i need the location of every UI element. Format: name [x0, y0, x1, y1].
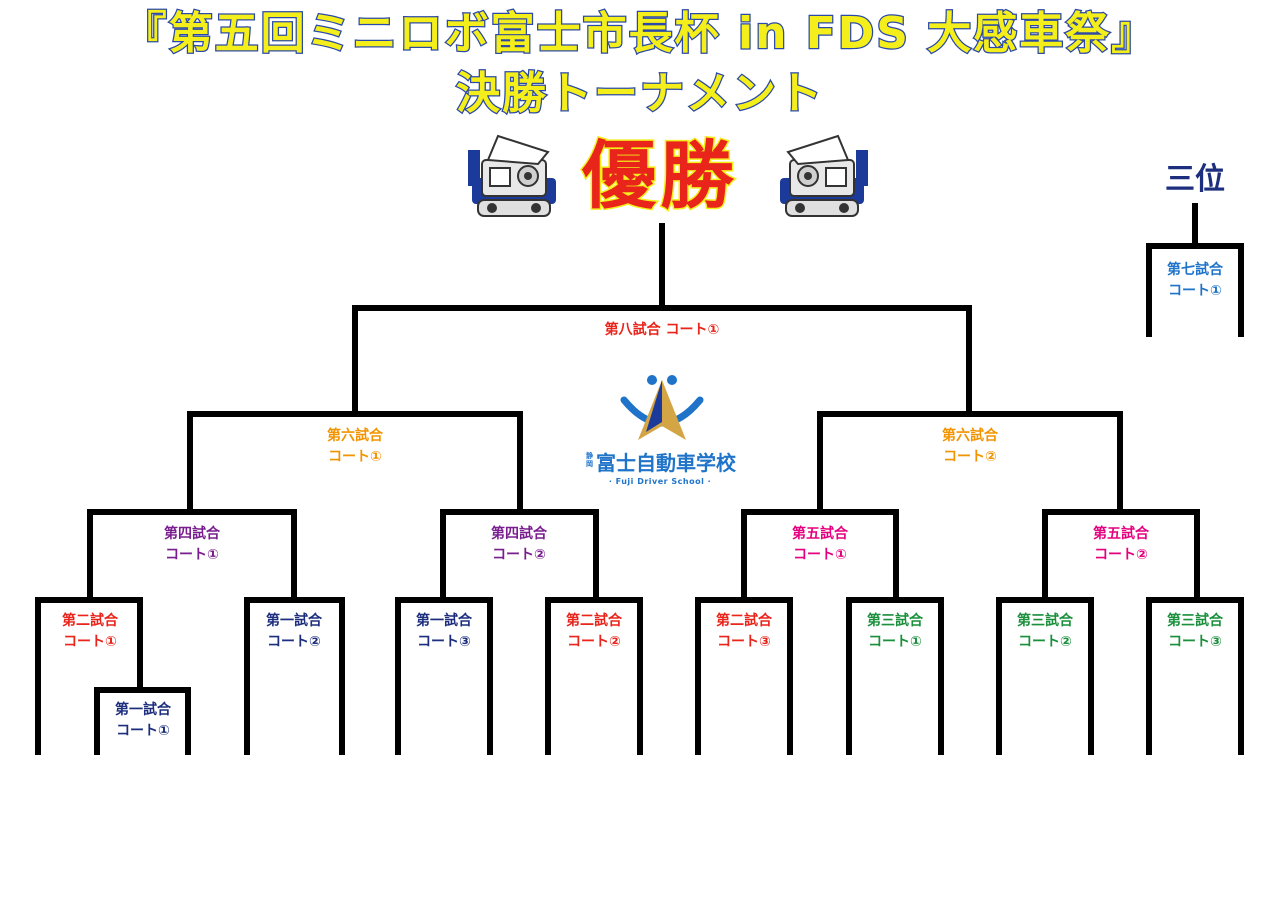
bracket-line-r3 — [395, 597, 493, 755]
bracket-line-r8 — [1146, 597, 1244, 755]
robot-icon — [780, 134, 868, 217]
match-label-final: 第八試合 コート① — [562, 320, 762, 341]
match-label-qf2: 第四試合 コート② — [469, 524, 569, 566]
bracket-line-r5 — [695, 597, 793, 755]
match-label-r2: 第一試合 コート② — [244, 611, 344, 653]
match-label-qf1: 第四試合 コート① — [142, 524, 242, 566]
match-label-court: コート① — [165, 547, 219, 563]
match-label-line: 第七試合 — [1167, 262, 1223, 278]
match-label-line: 第八試合 コート① — [604, 322, 720, 338]
match-label-r6: 第三試合 コート① — [845, 611, 945, 653]
match-label-semi-right: 第六試合 コート② — [920, 426, 1020, 468]
bracket-line-qf4 — [1042, 509, 1200, 603]
match-label-court: コート② — [1018, 634, 1072, 650]
match-label-line: 第二試合 — [566, 613, 622, 629]
match-label-r4: 第二試合 コート② — [544, 611, 644, 653]
bracket-line-third — [1146, 203, 1244, 337]
logo-name: 富士自動車学校 — [596, 451, 736, 475]
match-label-court: コート② — [1094, 547, 1148, 563]
bracket-line-semi-left — [187, 411, 523, 515]
match-label-line: 第一試合 — [115, 702, 171, 718]
robot-icon — [468, 134, 556, 217]
match-label-court: コート③ — [717, 634, 771, 650]
logo-prefix: 静岡 — [586, 452, 593, 468]
bracket-line-semi-right — [817, 411, 1123, 515]
match-label-r7: 第三試合 コート② — [995, 611, 1095, 653]
match-label-line: 第一試合 — [416, 613, 472, 629]
match-label-court: コート② — [492, 547, 546, 563]
match-label-line: 第四試合 — [491, 526, 547, 542]
bracket-line-final — [352, 223, 972, 417]
match-label-line: 第三試合 — [867, 613, 923, 629]
match-label-r3: 第一試合 コート③ — [394, 611, 494, 653]
match-label-line: 第四試合 — [164, 526, 220, 542]
tournament-title: 『第五回ミニロボ富士市長杯 in FDS 大感車祭』 — [121, 7, 1158, 61]
match-label-court: コート① — [868, 634, 922, 650]
match-label-court: コート① — [116, 723, 170, 739]
fuji-driver-school-logo — [620, 375, 704, 440]
match-label-court: コート① — [328, 449, 382, 465]
match-label-qf4: 第五試合 コート② — [1071, 524, 1171, 566]
bracket-line-prelim — [94, 687, 191, 755]
match-label-r1: 第二試合 コート① — [40, 611, 140, 653]
match-label-qf3: 第五試合 コート① — [770, 524, 870, 566]
match-label-court: コート② — [567, 634, 621, 650]
match-label-line: 第五試合 — [792, 526, 848, 542]
match-label-court: コート① — [793, 547, 847, 563]
match-label-court: コート② — [943, 449, 997, 465]
third-place-label: 三位 — [1165, 162, 1225, 197]
match-label-line: 第六試合 — [327, 428, 383, 444]
match-label-line: 第五試合 — [1093, 526, 1149, 542]
match-label-line: 第二試合 — [62, 613, 118, 629]
match-label-line: 第二試合 — [716, 613, 772, 629]
bracket-line-r2 — [244, 597, 345, 755]
match-label-court: コート③ — [417, 634, 471, 650]
tournament-subtitle: 決勝トーナメント — [455, 67, 824, 121]
match-label-line: 第三試合 — [1167, 613, 1223, 629]
match-label-prelim: 第一試合 コート① — [93, 700, 193, 742]
match-label-r5: 第二試合 コート③ — [694, 611, 794, 653]
match-label-semi-left: 第六試合 コート① — [305, 426, 405, 468]
match-label-line: 第六試合 — [942, 428, 998, 444]
bracket-line-r6 — [846, 597, 944, 755]
match-label-r8: 第三試合 コート③ — [1145, 611, 1245, 653]
bracket-line-qf1 — [87, 509, 297, 603]
champion-label: 優勝 — [581, 132, 738, 221]
bracket-line-qf2 — [440, 509, 599, 603]
match-label-line: 第三試合 — [1017, 613, 1073, 629]
match-label-court: コート① — [1168, 283, 1222, 299]
match-label-third-place: 第七試合 コート① — [1145, 260, 1245, 302]
match-label-court: コート③ — [1168, 634, 1222, 650]
logo-subtitle: · Fuji Driver School · — [608, 477, 712, 486]
match-label-court: コート② — [267, 634, 321, 650]
match-label-line: 第一試合 — [266, 613, 322, 629]
bracket-line-r1 — [35, 597, 143, 755]
bracket-line-r7 — [996, 597, 1094, 755]
bracket-line-r4 — [545, 597, 643, 755]
bracket-line-qf3 — [741, 509, 899, 603]
match-label-court: コート① — [63, 634, 117, 650]
